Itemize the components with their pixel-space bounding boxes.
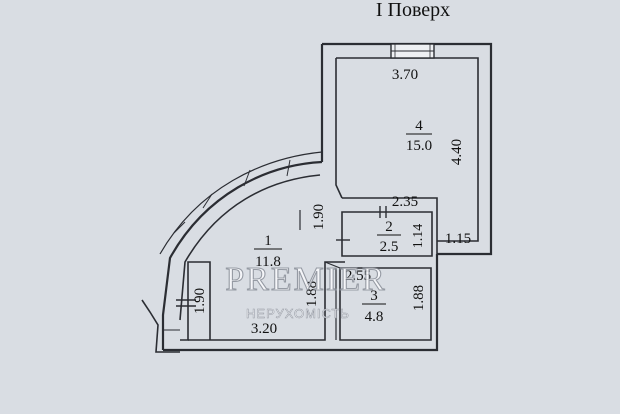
curved-wall-outer (161, 160, 323, 350)
dim-corridor-width: 2.35 (392, 194, 418, 210)
watermark-tagline: НЕРУХОМІСТЬ (246, 306, 350, 321)
room-2-number: 2 (385, 219, 393, 235)
dim-room1-depth: 1.88 (304, 281, 320, 307)
dim-room1-width: 3.20 (251, 321, 277, 337)
dim-bath-width: 2.55 (345, 268, 371, 284)
room-4-area: 15.0 (406, 138, 432, 154)
room-1-area: 11.8 (255, 254, 281, 270)
room-4-number: 4 (415, 118, 423, 134)
floor-title: I Поверх (376, 0, 450, 21)
room3-walls (339, 267, 432, 341)
room-2-area: 2.5 (380, 239, 399, 255)
dim-room4-length: 4.40 (449, 139, 465, 165)
dim-wc-depth: 1.14 (411, 224, 426, 249)
dim-left-height: 1.90 (192, 288, 208, 314)
watermark-brand: PREMIER (225, 261, 386, 298)
dim-room4-width: 3.70 (392, 67, 418, 83)
walls (141, 42, 493, 353)
dim-right-offset: 1.15 (445, 231, 471, 247)
room2-walls (341, 211, 433, 257)
room-1-number: 1 (264, 233, 272, 249)
bottom-outer-wall (163, 254, 439, 352)
room-3-number: 3 (370, 288, 378, 304)
room-3-area: 4.8 (365, 309, 384, 325)
dim-bath-depth: 1.88 (411, 285, 427, 311)
dim-room1-height: 1.90 (311, 204, 327, 230)
